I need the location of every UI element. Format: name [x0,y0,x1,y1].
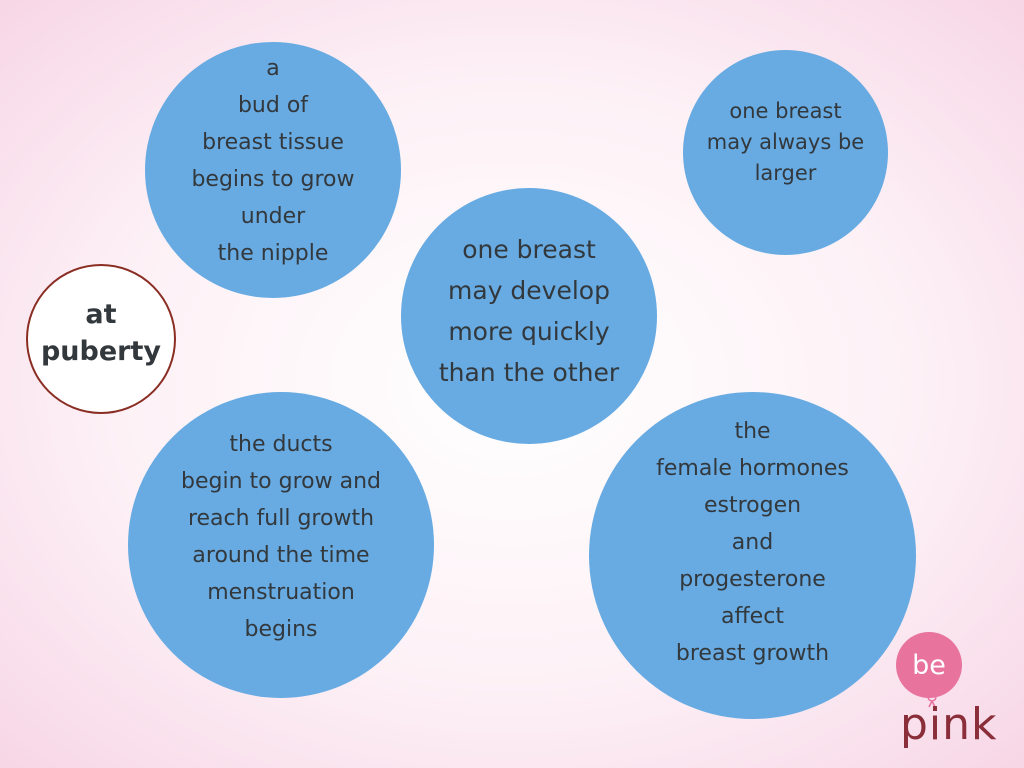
bubble-line: a [266,56,280,81]
be-pink-logo: be pink [896,628,1000,754]
bubble-line: progesterone [679,567,826,592]
bubble-line: one breast [729,99,842,123]
bubble-line: may develop [448,276,610,305]
hub-line: at [85,299,117,330]
one-breast-larger-bubble: one breast may always be larger [683,50,888,255]
bubble-line: menstruation [207,580,355,605]
bubble-line: and [731,530,774,555]
bubble-line: reach full growth [187,506,375,531]
bud-of-breast-tissue-bubble: a bud of breast tissue begins to grow un… [145,42,401,298]
bubble-line: one breast [462,235,596,264]
bubble-line: affect [721,604,784,629]
bubble-line: the ducts [229,432,333,457]
logo-be-circle: be [896,632,962,698]
bubble-line: estrogen [703,493,802,518]
at-puberty-hub-circle: at puberty [26,264,176,414]
ducts-growth-bubble: the ducts begin to grow and reach full g… [128,392,434,698]
bubble-line: larger [754,161,817,185]
bubble-line: begins to grow [191,167,355,192]
bubble-line: begins [244,617,318,642]
bubble-line: breast tissue [202,130,344,155]
develop-more-quickly-bubble: one breast may develop more quickly than… [401,188,657,444]
bubble-line: begin to grow and [181,469,381,494]
ribbon-icon [927,694,937,708]
bubble-line: bud of [237,93,309,118]
bubble-line: the nipple [217,241,329,266]
bubble-line: than the other [438,358,620,387]
bubble-line: the [734,419,771,444]
bubble-line: more quickly [448,317,610,346]
bubble-line: breast growth [675,641,830,666]
hormones-bubble: the female hormones estrogen and progest… [589,392,916,719]
logo-pink-text: pink [900,699,998,750]
bubble-line: female hormones [656,456,849,481]
bubble-line: may always be [706,130,865,154]
bubble-line: under [240,204,306,229]
bubble-line: around the time [192,543,370,568]
hub-line: puberty [40,336,161,367]
